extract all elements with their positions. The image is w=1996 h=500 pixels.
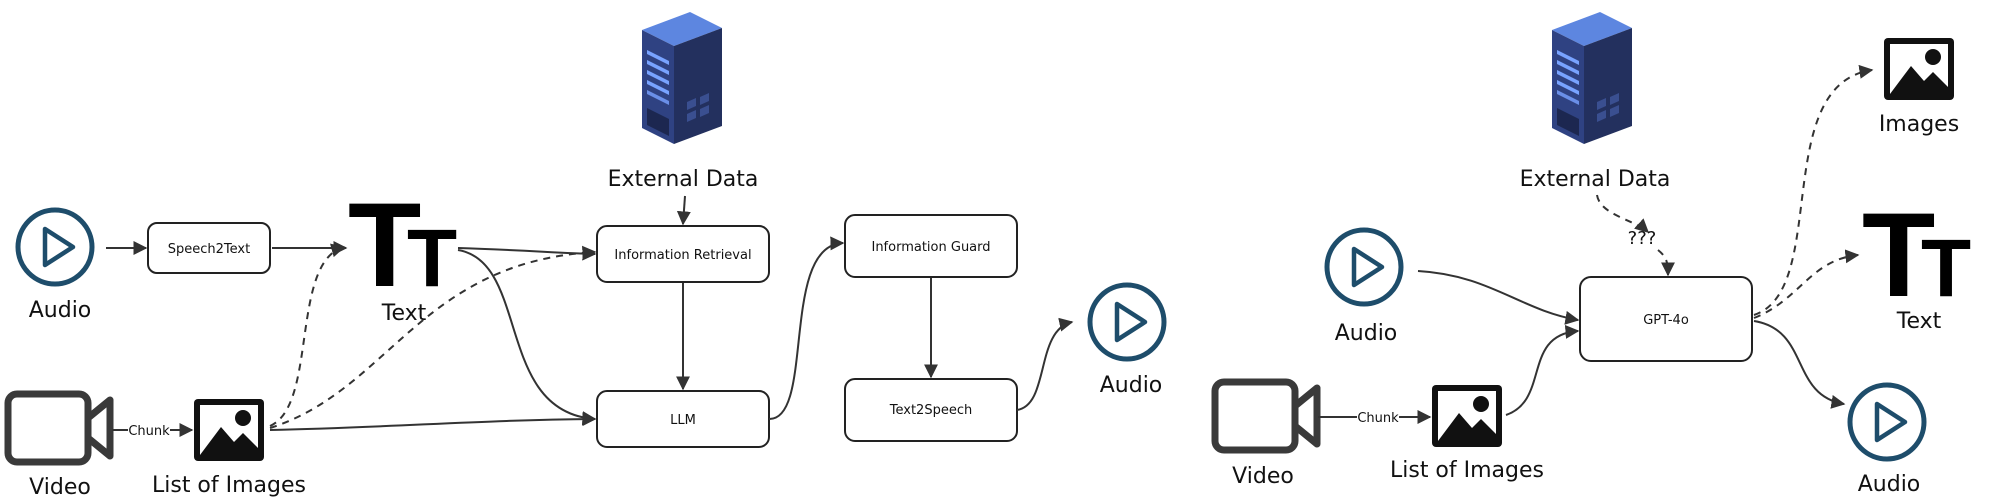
speech2text-label: Speech2Text (168, 242, 250, 257)
text2speech-label: Text2Speech (889, 403, 972, 418)
edge-model-to-text (1753, 249, 1860, 319)
video-label: Video (1232, 464, 1294, 489)
chunk-label-bg (1357, 408, 1399, 426)
gpt4o-node (1579, 276, 1753, 362)
information-guard-node (844, 214, 1018, 278)
images-label: List of Images (1390, 458, 1544, 483)
svg-text:T: T (1921, 223, 1971, 314)
image-icon (194, 399, 264, 461)
svg-text:T: T (348, 178, 421, 312)
text-output-label: Text (1896, 309, 1942, 334)
play-icon (1327, 230, 1401, 304)
svg-text:T: T (1862, 188, 1935, 322)
server-icon (1552, 12, 1632, 144)
uncertain-label: ??? (1628, 228, 1657, 249)
information-retrieval-label: Information Retrieval (614, 248, 751, 263)
server-icon (642, 12, 722, 144)
audio-output-label: Audio (1858, 472, 1921, 497)
edge-uncertain-to-model (1657, 249, 1675, 277)
edge-images-to-text (269, 243, 346, 427)
edge-text2speech-to-audio (1016, 317, 1074, 411)
edge-audio-to-model (1417, 270, 1580, 325)
audio-input-label: Audio (29, 298, 92, 323)
edge-model-to-images (1753, 64, 1874, 316)
edge-llm-to-guard (768, 236, 845, 421)
gpt4o-diagram: External Data Audio Video List of Images… (1215, 12, 1971, 497)
chunk-label: Chunk (1357, 411, 1399, 426)
text-icon: T T (1862, 188, 1971, 322)
information-retrieval-node (596, 225, 770, 283)
chunk-label-bg (128, 421, 170, 439)
svg-text:T: T (407, 213, 457, 304)
text-label: Text (381, 301, 427, 326)
pipeline-diagram: External Data Audio Speech2Text T T Text… (8, 12, 1164, 500)
information-guard-label: Information Guard (871, 240, 990, 255)
text-icon: T T (348, 178, 457, 312)
images-output-label: Images (1879, 112, 1959, 137)
video-label: Video (29, 475, 91, 500)
play-icon (1850, 385, 1924, 459)
edge-images-to-retrieval (269, 245, 597, 429)
video-camera-icon (1215, 382, 1317, 450)
audio-input-label: Audio (1335, 321, 1398, 346)
gpt4o-label: GPT-4o (1643, 313, 1689, 328)
speech2text-node (147, 222, 271, 274)
external-data-label: External Data (608, 167, 759, 192)
play-icon (1090, 285, 1164, 359)
edge-model-to-audio (1753, 320, 1846, 409)
edge-images-to-model (1505, 324, 1580, 416)
edge-external-to-model (1596, 194, 1650, 233)
chunk-label: Chunk (128, 424, 170, 439)
images-label: List of Images (152, 473, 306, 498)
play-icon (18, 210, 92, 284)
audio-output-label: Audio (1100, 373, 1163, 398)
edge-images-to-llm (269, 412, 597, 431)
llm-label: LLM (670, 413, 696, 428)
edge-text-to-llm (457, 249, 597, 426)
video-camera-icon (8, 394, 110, 462)
image-icon (1432, 385, 1502, 447)
edge-external-to-retrieval (676, 195, 691, 226)
external-data-label: External Data (1520, 167, 1671, 192)
image-icon (1884, 38, 1954, 100)
